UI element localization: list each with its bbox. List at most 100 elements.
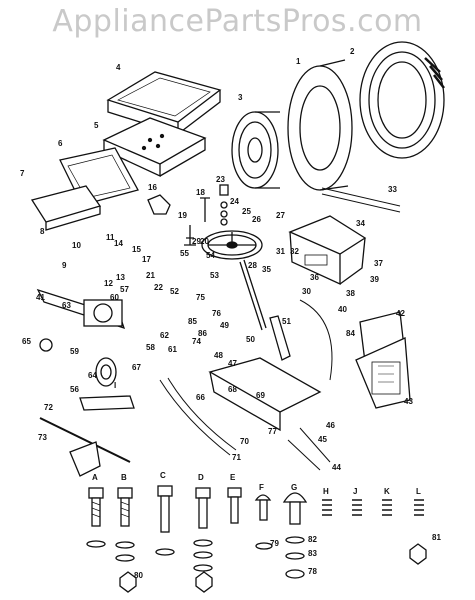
steering-gear-assembly[interactable]: [36, 288, 126, 352]
rear-wheel-rim[interactable]: [231, 111, 280, 189]
dash-panel[interactable]: [288, 215, 367, 286]
fastener-spring-l[interactable]: [409, 499, 427, 565]
letter-code-a: A: [92, 473, 98, 482]
part-callout-36: 36: [310, 273, 319, 282]
part-callout-4: 4: [116, 63, 121, 72]
part-callout-43: 43: [404, 397, 413, 406]
part-callout-59: 59: [70, 347, 79, 356]
part-callout-39: 39: [370, 275, 379, 284]
seat-clip-c[interactable]: [147, 194, 171, 215]
seat-pan[interactable]: [102, 117, 207, 178]
part-callout-82: 82: [308, 535, 317, 544]
part-callout-14: 14: [114, 239, 123, 248]
part-callout-35: 35: [262, 265, 271, 274]
dash-support-rod[interactable]: [321, 187, 401, 213]
part-callout-86: 86: [198, 329, 207, 338]
fastener-bolt-b[interactable]: [115, 487, 135, 562]
fastener-bolt-g[interactable]: [282, 492, 308, 579]
shift-lever[interactable]: [269, 315, 291, 361]
letter-code-g: G: [291, 483, 297, 492]
part-callout-52: 52: [170, 287, 179, 296]
steering-wheel[interactable]: [201, 230, 263, 260]
part-callout-77: 77: [268, 427, 277, 436]
fastener-bolt-c[interactable]: [155, 485, 175, 556]
part-callout-26: 26: [252, 215, 261, 224]
part-callout-51: 51: [282, 317, 291, 326]
part-callout-45: 45: [318, 435, 327, 444]
letter-code-l: L: [416, 487, 421, 496]
fastener-bolt-f[interactable]: [254, 494, 273, 550]
letter-code-b: B: [121, 473, 127, 482]
part-callout-16: 16: [148, 183, 157, 192]
steering-column-hardware[interactable]: [219, 184, 229, 226]
part-callout-70: 70: [240, 437, 249, 446]
part-callout-78: 78: [308, 567, 317, 576]
rear-tire-tread[interactable]: [359, 41, 445, 159]
steering-shaft[interactable]: [239, 259, 267, 331]
part-callout-21: 21: [146, 271, 155, 280]
letter-code-k: K: [384, 487, 390, 496]
part-callout-9: 9: [62, 261, 67, 270]
pulley[interactable]: [95, 357, 117, 387]
chassis-plate[interactable]: [208, 357, 322, 432]
grille[interactable]: [355, 337, 411, 409]
part-callout-76: 76: [212, 309, 221, 318]
part-callout-33: 33: [388, 185, 397, 194]
part-callout-71: 71: [232, 453, 241, 462]
part-callout-15: 15: [132, 245, 141, 254]
part-callout-50: 50: [246, 335, 255, 344]
fastener-bolt-d[interactable]: [193, 487, 213, 572]
part-callout-46: 46: [326, 421, 335, 430]
fastener-bolt-a[interactable]: [86, 487, 106, 548]
part-callout-67: 67: [132, 363, 141, 372]
part-callout-44: 44: [332, 463, 341, 472]
part-callout-68: 68: [228, 385, 237, 394]
part-callout-54: 54: [206, 251, 215, 260]
part-callout-5: 5: [94, 121, 99, 130]
letter-code-h: H: [323, 487, 329, 496]
brake-pedal-arm[interactable]: [39, 417, 131, 477]
part-callout-58: 58: [146, 343, 155, 352]
linkage-rod[interactable]: [287, 427, 331, 471]
letter-code-f: F: [259, 483, 264, 492]
part-callout-19: 19: [178, 211, 187, 220]
part-callout-75: 75: [196, 293, 205, 302]
fastener-spring-h[interactable]: [322, 499, 332, 516]
part-callout-2: 2: [350, 47, 355, 56]
part-callout-62: 62: [160, 331, 169, 340]
part-callout-41: 41: [36, 293, 45, 302]
fastener-spring-j[interactable]: [352, 499, 362, 516]
fastener-nut[interactable]: [119, 571, 213, 593]
part-callout-80: 80: [134, 571, 143, 580]
drive-belt[interactable]: [159, 377, 237, 456]
part-callout-84: 84: [346, 329, 355, 338]
letter-code-i: I: [114, 381, 116, 390]
crossbar-bracket[interactable]: [79, 395, 135, 411]
part-callout-10: 10: [72, 241, 81, 250]
part-callout-64: 64: [88, 371, 97, 380]
part-callout-49: 49: [220, 321, 229, 330]
part-callout-11: 11: [106, 233, 115, 242]
watermark-text: AppliancePartsPros.com: [52, 4, 423, 39]
rear-tire[interactable]: [287, 59, 353, 191]
fastener-spring-k[interactable]: [382, 499, 392, 516]
part-callout-61: 61: [168, 345, 177, 354]
part-callout-1: 1: [296, 57, 301, 66]
part-callout-65: 65: [22, 337, 31, 346]
part-callout-17: 17: [142, 255, 151, 264]
throttle-cable[interactable]: [299, 299, 333, 381]
part-callout-25: 25: [242, 207, 251, 216]
part-callout-63: 63: [62, 301, 71, 310]
part-callout-13: 13: [116, 273, 125, 282]
letter-code-d: D: [198, 473, 204, 482]
part-callout-74: 74: [192, 337, 201, 346]
seat-bolt[interactable]: [200, 197, 210, 222]
part-callout-73: 73: [38, 433, 47, 442]
seat-spring-stack[interactable]: [184, 225, 196, 246]
part-callout-40: 40: [338, 305, 347, 314]
backrest-bracket[interactable]: [30, 185, 102, 231]
part-callout-12: 12: [104, 279, 113, 288]
fastener-bolt-e[interactable]: [227, 487, 242, 524]
part-callout-81: 81: [432, 533, 441, 542]
